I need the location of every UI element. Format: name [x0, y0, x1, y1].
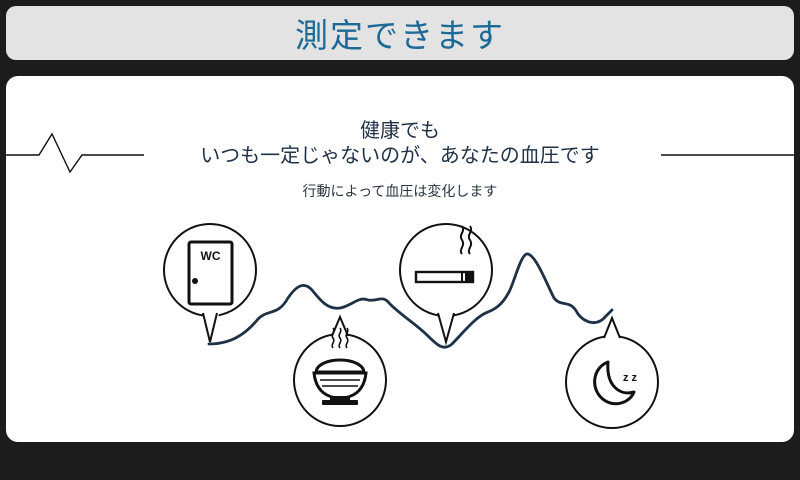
cigarette-icon [414, 225, 475, 284]
ecg-line [6, 132, 144, 174]
subheadline: 行動によって血圧は変化します [302, 184, 498, 200]
illustration: WC [6, 132, 794, 429]
page-title: 測定できます [295, 16, 505, 55]
header-bar: 測定できます [6, 6, 794, 60]
headline-line2: いつも一定じゃないのが、あなたの血圧です [200, 143, 600, 167]
sleep-bubble: z z [565, 315, 659, 429]
info-panel: WC [6, 76, 794, 442]
headline-line1: 健康でも [360, 118, 440, 142]
zzz-label: z z [623, 372, 638, 384]
blood-pressure-wave [207, 252, 614, 349]
toilet-door-icon: WC [187, 240, 234, 306]
sleep-moon-icon: z z [593, 360, 638, 406]
wc-label: WC [201, 249, 221, 263]
cigarette-bubble [399, 223, 493, 346]
toilet-bubble: WC [163, 223, 257, 343]
rice-bowl-icon [312, 327, 368, 405]
rice-bowl-bubble [293, 314, 387, 427]
headline: 健康でも いつも一定じゃないのが、あなたの血圧です [6, 118, 794, 168]
